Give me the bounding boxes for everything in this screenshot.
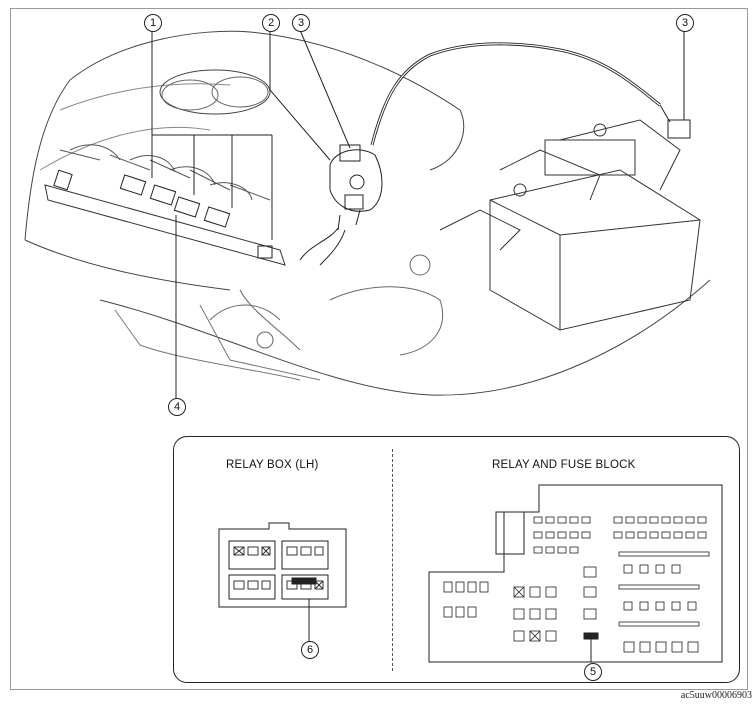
panel-divider [392,449,393,671]
relay-inset-panel: RELAY BOX (LH) RELAY AND FUSE BLOCK [173,436,740,683]
relay-box-diagram [218,484,723,663]
callout-3-right: 3 [676,14,694,32]
relay-box-title: RELAY BOX (LH) [226,459,319,471]
callout-1: 1 [144,14,162,32]
figure-id: ac5uuw00006903 [680,690,752,701]
callout-6: 6 [301,641,319,659]
callout-2: 2 [262,14,280,32]
callout-3-left: 3 [292,14,310,32]
relay-fuse-block-title: RELAY AND FUSE BLOCK [492,459,636,471]
callout-4: 4 [168,398,186,416]
callout-5: 5 [584,663,602,681]
